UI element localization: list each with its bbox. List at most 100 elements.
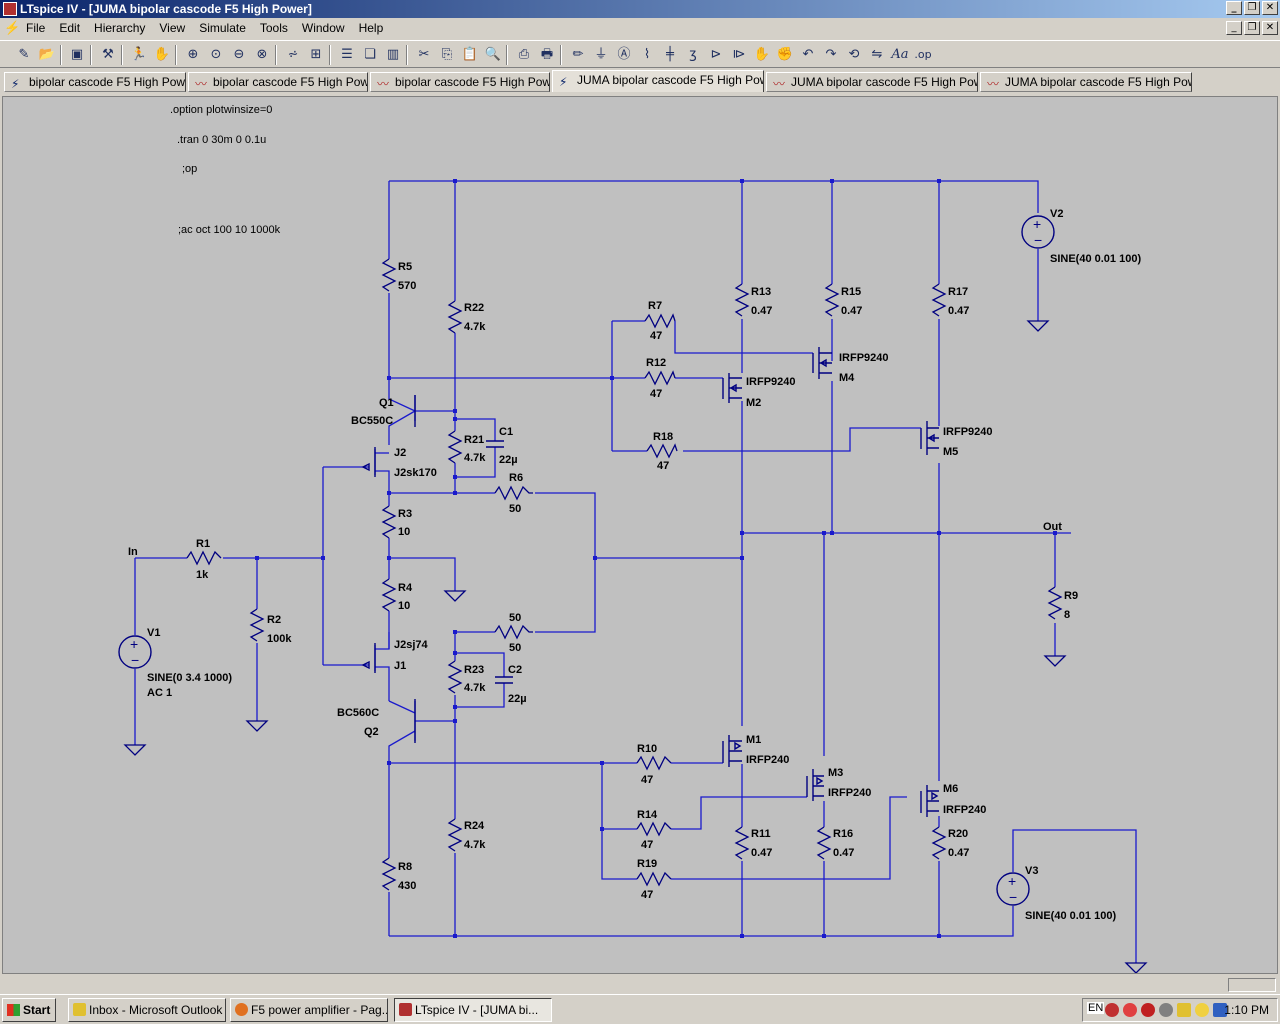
c1-name[interactable]: C1 xyxy=(499,426,513,438)
component-icon[interactable]: ⧐ xyxy=(732,47,746,62)
r1-name[interactable]: R1 xyxy=(196,538,210,550)
j1-name[interactable]: J1 xyxy=(394,660,406,672)
copy-icon[interactable]: ⎘ xyxy=(441,47,453,62)
r23-value[interactable]: 4.7k xyxy=(464,682,486,694)
tab-schematic-1[interactable]: ⚡bipolar cascode F5 High Power xyxy=(4,72,186,92)
j1-value[interactable]: J2sj74 xyxy=(394,639,429,651)
r9-name[interactable]: R9 xyxy=(1064,590,1078,602)
r2-value[interactable]: 100k xyxy=(267,633,292,645)
print-setup-icon[interactable]: ⎙ xyxy=(518,47,530,62)
v3-name[interactable]: V3 xyxy=(1025,865,1038,877)
r16-value[interactable]: 0.47 xyxy=(833,847,854,859)
directive-option[interactable]: .option plotwinsize=0 xyxy=(170,104,272,116)
r18-name[interactable]: R18 xyxy=(653,431,673,443)
task-ltspice[interactable]: LTspice IV - [JUMA bi... xyxy=(394,998,552,1022)
r15-value[interactable]: 0.47 xyxy=(841,305,862,317)
q2-value[interactable]: BC560C xyxy=(337,707,379,719)
r13-name[interactable]: R13 xyxy=(751,286,771,298)
find-icon[interactable]: 🔍 xyxy=(484,47,502,62)
r20-name[interactable]: R20 xyxy=(948,828,968,840)
inductor-icon[interactable]: ʒ xyxy=(689,47,697,62)
capacitor-icon[interactable]: ╪ xyxy=(666,47,674,62)
r22-name[interactable]: R22 xyxy=(464,302,484,314)
r6b-value[interactable]: 50 xyxy=(509,642,521,654)
r19-value[interactable]: 47 xyxy=(641,889,653,901)
language-indicator[interactable]: EN xyxy=(1087,1002,1105,1014)
r7-value[interactable]: 47 xyxy=(650,330,662,342)
r13-value[interactable]: 0.47 xyxy=(751,305,772,317)
r22-value[interactable]: 4.7k xyxy=(464,321,486,333)
v1-ac[interactable]: AC 1 xyxy=(147,687,172,699)
security-shield-icon[interactable] xyxy=(1105,1003,1119,1017)
tab-plot-1[interactable]: 〰bipolar cascode F5 High Power xyxy=(188,72,368,92)
control-panel-icon[interactable]: ⚒ xyxy=(102,47,114,62)
autorange-icon[interactable]: ⩫ xyxy=(287,47,299,62)
r4-name[interactable]: R4 xyxy=(398,582,413,594)
q1-name[interactable]: Q1 xyxy=(379,397,394,409)
r2-name[interactable]: R2 xyxy=(267,614,281,626)
r1-value[interactable]: 1k xyxy=(196,569,209,581)
net-label-out[interactable]: Out xyxy=(1043,521,1062,533)
schematic-drawing[interactable]: .option plotwinsize=0 .tran 0 30m 0 0.1u… xyxy=(3,97,1278,974)
r4-value[interactable]: 10 xyxy=(398,600,410,612)
m1-name[interactable]: M1 xyxy=(746,734,761,746)
r10-name[interactable]: R10 xyxy=(637,743,657,755)
m2-value[interactable]: IRFP9240 xyxy=(746,376,796,388)
j2-value[interactable]: J2sk170 xyxy=(394,467,437,479)
j2-name[interactable]: J2 xyxy=(394,447,406,459)
display-icon[interactable] xyxy=(1213,1003,1227,1017)
zoom-fit-icon[interactable]: ⊗ xyxy=(256,47,268,62)
resistor-icon[interactable]: ⌇ xyxy=(643,47,651,62)
r24-name[interactable]: R24 xyxy=(464,820,485,832)
r12-name[interactable]: R12 xyxy=(646,357,666,369)
r17-value[interactable]: 0.47 xyxy=(948,305,969,317)
r15-name[interactable]: R15 xyxy=(841,286,861,298)
q1-value[interactable]: BC550C xyxy=(351,415,393,427)
restore-button[interactable]: ❐ xyxy=(1244,1,1260,15)
network-icon[interactable] xyxy=(1159,1003,1173,1017)
r11-name[interactable]: R11 xyxy=(751,828,771,840)
run-icon[interactable]: 🏃 xyxy=(130,47,148,62)
menu-tools[interactable]: Tools xyxy=(259,21,288,35)
halt-icon[interactable]: ✋ xyxy=(153,47,171,62)
zoom-pan-icon[interactable]: ⊙ xyxy=(210,47,222,62)
r8-value[interactable]: 430 xyxy=(398,880,416,892)
move-icon[interactable]: ✋ xyxy=(753,47,771,62)
m4-name[interactable]: M4 xyxy=(839,372,855,384)
ltspice-app-icon[interactable] xyxy=(3,2,17,16)
diode-icon[interactable]: ⊳ xyxy=(710,47,722,62)
redo-icon[interactable]: ↷ xyxy=(825,47,837,62)
label-net-icon[interactable]: Ⓐ xyxy=(617,47,631,62)
menu-edit[interactable]: Edit xyxy=(59,21,81,35)
cascade-icon[interactable]: ❏ xyxy=(364,47,376,62)
close-button[interactable]: ✕ xyxy=(1262,1,1278,15)
zoom-out-icon[interactable]: ⊖ xyxy=(233,47,245,62)
v1-value[interactable]: SINE(0 3.4 1000) xyxy=(147,672,232,684)
directive-op[interactable]: ;op xyxy=(182,163,197,175)
r8-name[interactable]: R8 xyxy=(398,861,412,873)
directive-ac[interactable]: ;ac oct 100 10 1000k xyxy=(178,224,281,236)
v1-name[interactable]: V1 xyxy=(147,627,160,639)
undo-icon[interactable]: ↶ xyxy=(802,47,814,62)
menu-help[interactable]: Help xyxy=(358,21,384,35)
menu-hierarchy[interactable]: Hierarchy xyxy=(94,21,146,35)
m6-name[interactable]: M6 xyxy=(943,783,958,795)
drag-icon[interactable]: ✊ xyxy=(776,47,794,62)
menu-file[interactable]: File xyxy=(26,21,46,35)
clock[interactable]: 1:10 PM xyxy=(1224,1003,1269,1017)
m3-value[interactable]: IRFP240 xyxy=(828,787,871,799)
doc-close-button[interactable]: ✕ xyxy=(1262,21,1278,35)
r3-value[interactable]: 10 xyxy=(398,526,410,538)
r14-name[interactable]: R14 xyxy=(637,809,658,821)
r20-value[interactable]: 0.47 xyxy=(948,847,969,859)
task-firefox[interactable]: F5 power amplifier - Pag... xyxy=(230,998,388,1022)
save-icon[interactable]: ▣ xyxy=(70,47,84,62)
q2-name[interactable]: Q2 xyxy=(364,726,379,738)
alert-icon[interactable] xyxy=(1141,1003,1155,1017)
net-label-in[interactable]: In xyxy=(128,546,138,558)
tile-vertical-icon[interactable]: ▥ xyxy=(386,47,400,62)
paste-icon[interactable]: 📋 xyxy=(461,47,479,62)
mirror-icon[interactable]: ⇋ xyxy=(871,47,883,62)
rotate-icon[interactable]: ⟲ xyxy=(848,47,860,62)
m3-name[interactable]: M3 xyxy=(828,767,843,779)
